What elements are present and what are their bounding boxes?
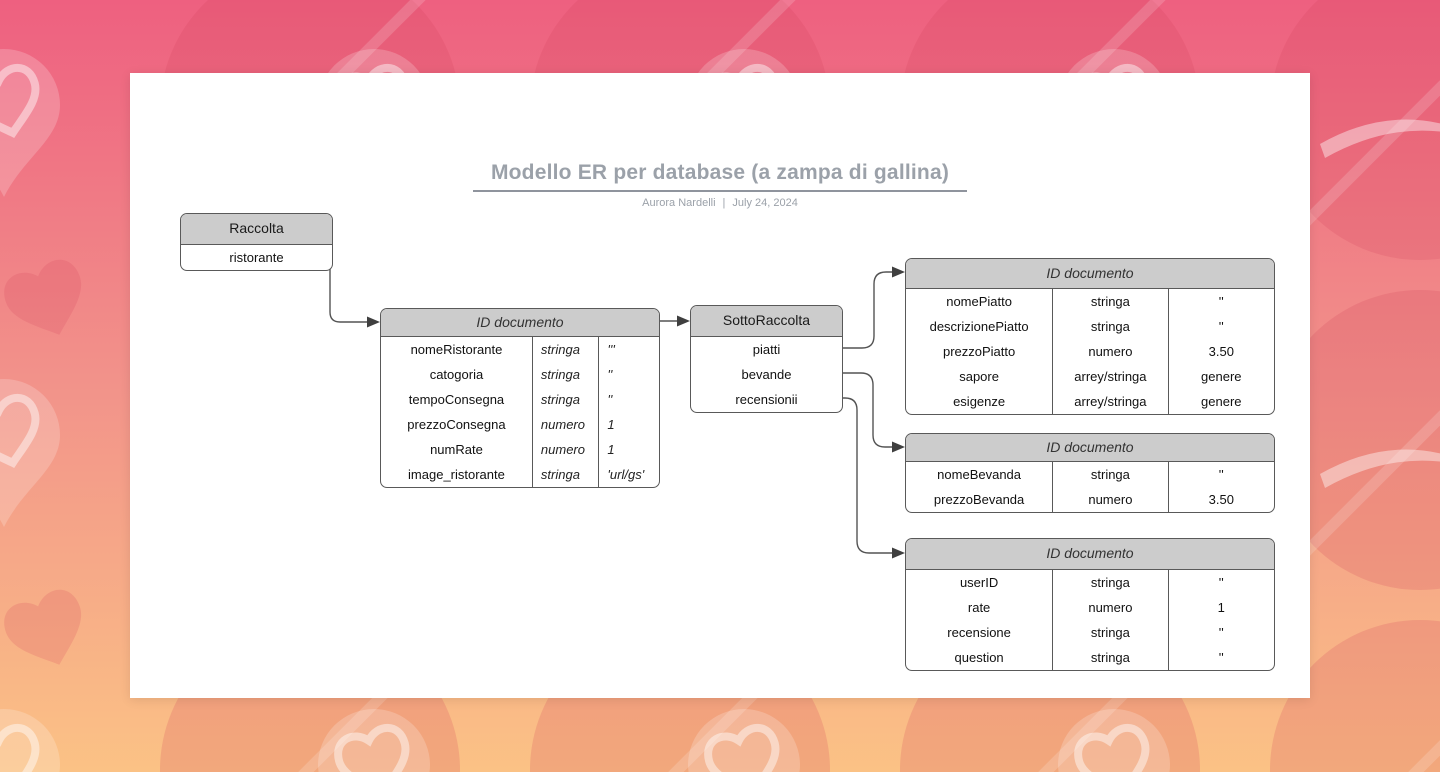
- table-cell: sapore: [959, 369, 999, 384]
- table-cell: stringa: [1052, 620, 1167, 645]
- table-cell: numero: [531, 412, 599, 437]
- title-block: Modello ER per database (a zampa di gall…: [130, 161, 1310, 209]
- table-body: ristorante: [181, 245, 332, 270]
- table-cell: catogoria: [429, 367, 484, 382]
- table-cell: 3.50: [1167, 339, 1274, 364]
- arrowhead: [892, 547, 905, 559]
- title-underline: [473, 190, 967, 192]
- table-cell: stringa: [1052, 314, 1167, 339]
- table-cell: ''': [598, 337, 659, 362]
- table-cell: numero: [531, 437, 599, 462]
- table-title: ID documento: [381, 309, 659, 337]
- table-cell: 1: [598, 412, 659, 437]
- table-cell: arrey/stringa: [1052, 364, 1167, 389]
- table-body: nomePiatto stringa'' descrizionePiatto stri…: [906, 289, 1274, 414]
- connector-bevande-to-bevande-doc: [843, 372, 892, 448]
- table-cell: 'url/gs': [598, 462, 659, 487]
- table-cell: 3.50: [1167, 487, 1274, 512]
- table-cell: genere: [1167, 389, 1274, 414]
- table-piatti-doc: ID documento nomePiatto stringa'' descrizio…: [905, 258, 1275, 415]
- table-cell: numero: [1052, 339, 1167, 364]
- diagram-canvas: Modello ER per database (a zampa di gall…: [130, 73, 1310, 698]
- diagram-date: July 24, 2024: [732, 197, 798, 209]
- table-cell: descrizionePiatto: [929, 319, 1029, 334]
- table-title: SottoRaccolta: [691, 306, 842, 337]
- arrowhead: [892, 441, 905, 453]
- table-cell: numero: [1052, 595, 1167, 620]
- table-title: Raccolta: [181, 214, 332, 245]
- table-sotto-raccolta: SottoRaccolta piatti bevande recensionii: [690, 305, 843, 413]
- table-cell: nomeRistorante: [410, 342, 503, 357]
- table-cell: nomeBevanda: [937, 467, 1022, 482]
- table-cell: stringa: [531, 362, 599, 387]
- arrowhead: [367, 316, 380, 328]
- table-cell: question: [954, 650, 1004, 665]
- table-cell: '': [1167, 620, 1274, 645]
- table-cell: 1: [598, 437, 659, 462]
- connector-lines: [329, 266, 905, 559]
- table-cell: '': [1167, 645, 1274, 670]
- table-cell: recensione: [947, 625, 1011, 640]
- table-cell: nomePiatto: [946, 294, 1012, 309]
- table-title: ID documento: [906, 539, 1274, 570]
- table-cell: prezzoPiatto: [942, 344, 1016, 359]
- table-cell: esigenze: [953, 394, 1006, 409]
- table-cell: stringa: [531, 387, 599, 412]
- table-body: piatti bevande recensionii: [691, 337, 842, 412]
- table-cell: ristorante: [229, 250, 284, 265]
- table-raccolta: Raccolta ristorante: [180, 213, 333, 271]
- table-cell: stringa: [1052, 289, 1167, 314]
- table-cell: '': [1167, 314, 1274, 339]
- table-cell: stringa: [531, 337, 599, 362]
- diagram-subtitle: Aurora Nardelli | July 24, 2024: [130, 197, 1310, 209]
- connector-raccolta-to-ristorante-doc: [329, 268, 367, 323]
- table-cell: bevande: [741, 367, 792, 382]
- table-cell: piatti: [752, 342, 781, 357]
- page-title: Modello ER per database (a zampa di gall…: [490, 161, 950, 184]
- arrowhead: [892, 266, 905, 278]
- table-cell: recensionii: [735, 392, 798, 407]
- table-cell: '': [598, 362, 659, 387]
- arrowhead: [677, 315, 690, 327]
- table-cell: tempoConsegna: [408, 392, 505, 407]
- table-cell: image_ristorante: [408, 467, 505, 482]
- subtitle-separator: |: [722, 197, 726, 209]
- table-cell: numero: [1052, 487, 1167, 512]
- table-cell: rate: [967, 600, 991, 615]
- table-cell: stringa: [1052, 462, 1167, 487]
- table-cell: '': [598, 387, 659, 412]
- table-cell: prezzoBevanda: [933, 492, 1025, 507]
- author-name: Aurora Nardelli: [642, 197, 716, 209]
- table-cell: arrey/stringa: [1052, 389, 1167, 414]
- table-cell: 1: [1167, 595, 1274, 620]
- connector-recensionii-to-recensioni-doc: [843, 397, 892, 554]
- table-cell: stringa: [531, 462, 599, 487]
- table-cell: prezzoConsegna: [407, 417, 506, 432]
- connector-piatti-to-piatti-doc: [843, 271, 892, 349]
- table-cell: '': [1167, 462, 1274, 487]
- table-cell: stringa: [1052, 570, 1167, 595]
- table-cell: stringa: [1052, 645, 1167, 670]
- table-cell: '': [1167, 289, 1274, 314]
- table-title: ID documento: [906, 259, 1274, 289]
- table-title: ID documento: [906, 434, 1274, 462]
- table-cell: numRate: [430, 442, 483, 457]
- table-cell: '': [1167, 570, 1274, 595]
- table-cell: userID: [959, 575, 999, 590]
- table-cell: genere: [1167, 364, 1274, 389]
- table-bevande-doc: ID documento nomeBevanda stringa'' prezzoBe…: [905, 433, 1275, 513]
